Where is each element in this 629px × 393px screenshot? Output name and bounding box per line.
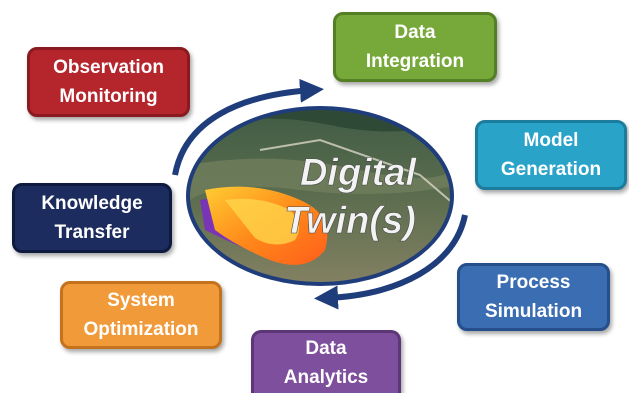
- node-label-line1: System: [107, 290, 175, 311]
- top-cycle-arrow: [172, 78, 324, 176]
- node-label-line1: Observation: [53, 57, 164, 78]
- node-label-line1: Model: [523, 130, 579, 151]
- knowledge-transfer-node: Knowledge Transfer: [12, 183, 172, 253]
- node-label-line2: Simulation: [484, 301, 583, 322]
- bottom-cycle-arrow: [314, 214, 468, 310]
- terrain-image: [188, 108, 452, 284]
- node-label-line2: Optimization: [83, 319, 199, 340]
- node-label-line2: Transfer: [54, 222, 130, 243]
- process-simulation-node: Process Simulation: [457, 263, 610, 331]
- data-analytics-node: Data Analytics: [251, 330, 401, 393]
- node-label-line1: Process: [496, 272, 571, 293]
- node-label-line1: Knowledge: [41, 193, 143, 214]
- node-label-line2: Generation: [500, 159, 602, 180]
- model-generation-node: Model Generation: [475, 120, 627, 190]
- node-label-line1: Data: [394, 22, 436, 43]
- center-title-line2: Twin(s): [284, 200, 416, 242]
- system-optimization-node: System Optimization: [60, 281, 222, 349]
- center-ellipse-border: [186, 106, 454, 286]
- data-integration-node: Data Integration: [333, 12, 497, 82]
- node-label-line2: Analytics: [283, 367, 369, 388]
- node-label-line1: Data: [305, 338, 347, 359]
- node-label-line2: Integration: [365, 51, 465, 72]
- node-label-line2: Monitoring: [59, 86, 158, 107]
- observation-monitoring-node: Observation Monitoring: [27, 47, 190, 117]
- center-title-line1: Digital: [300, 152, 418, 194]
